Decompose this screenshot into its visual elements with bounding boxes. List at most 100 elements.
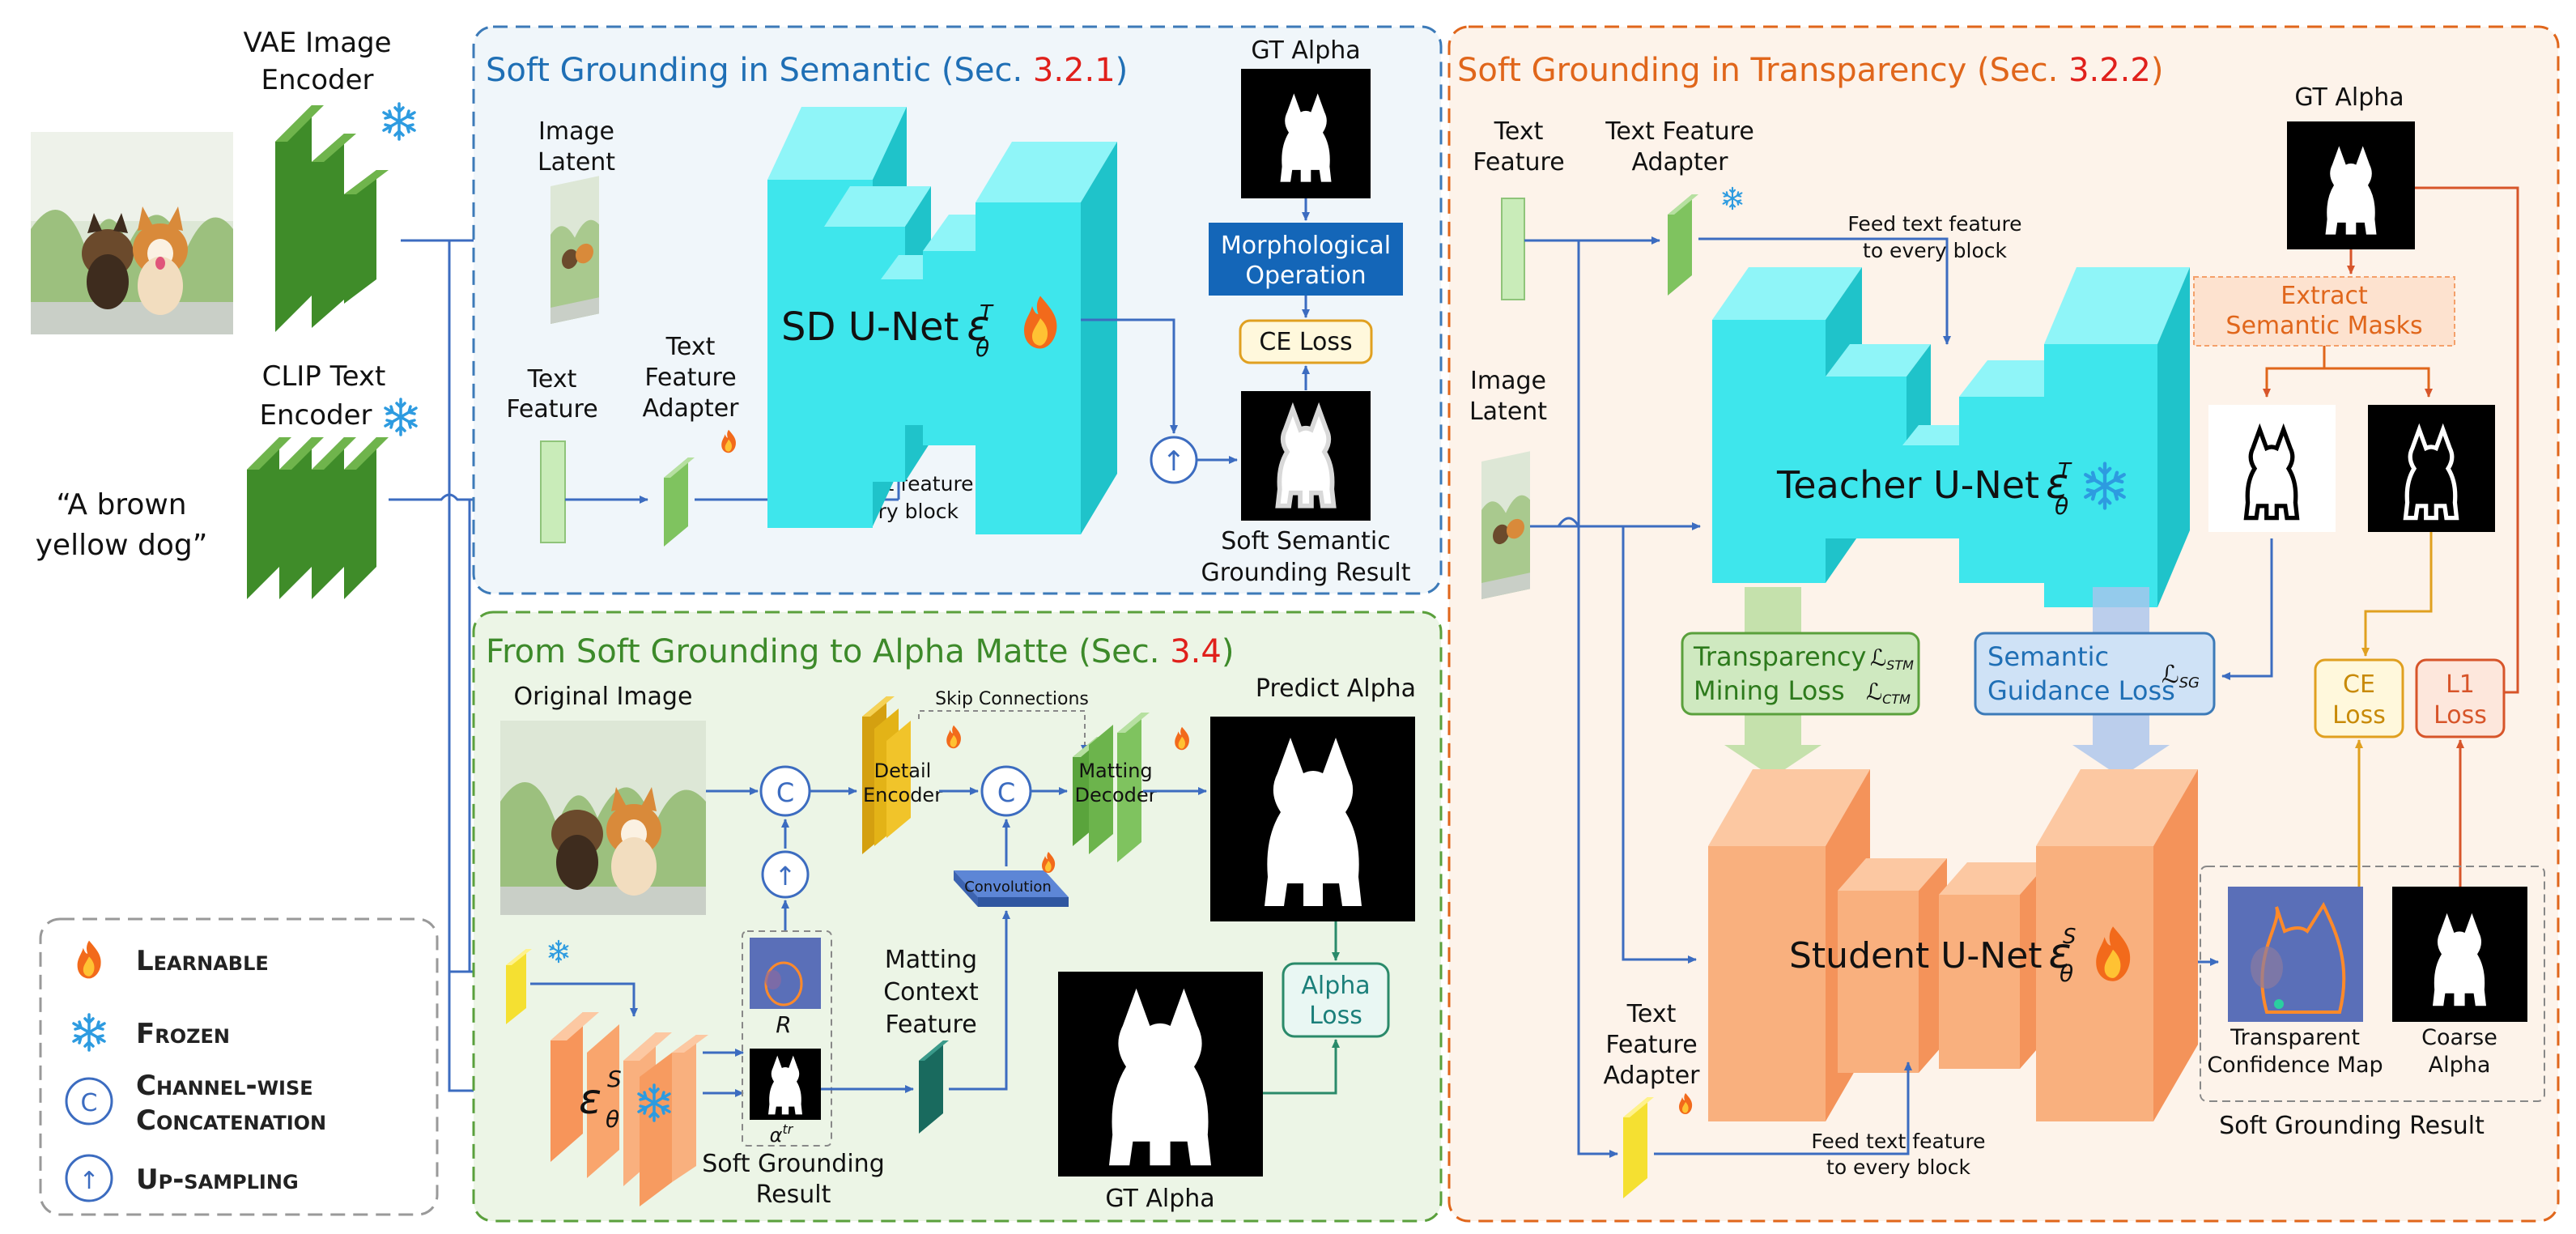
svg-text:Encoder: Encoder [261,64,373,96]
svg-text:C: C [776,777,794,808]
svg-text:Result: Result [756,1181,831,1209]
svg-text:Feature: Feature [644,364,736,392]
svg-text:T: T [980,301,994,326]
svg-text:Text: Text [1494,117,1544,146]
original-image [500,721,706,915]
svg-text:Grounding Result: Grounding Result [1201,559,1411,587]
svg-text:Adapter: Adapter [1603,1062,1700,1090]
svg-text:Channel-wise: Channel-wise [136,1070,313,1102]
svg-text:Operation: Operation [1245,262,1366,290]
alpha-loss-box: Alpha Loss [1282,962,1390,1038]
svg-text:Transparency: Transparency [1693,641,1866,672]
svg-text:Image: Image [538,117,614,146]
upsample-icon: ↑ [761,850,810,899]
svg-text:Up-sampling: Up-sampling [136,1164,299,1196]
text-feature-adapter-bottom [1623,1093,1693,1198]
transparency-mining-loss: Transparency Mining Loss ℒSTM ℒCTM [1681,632,1920,716]
svg-text:CE: CE [2343,670,2375,699]
upsample-icon: ↑ [1150,436,1198,484]
svg-text:Soft Grounding Result: Soft Grounding Result [2219,1112,2485,1140]
svg-text:Soft Semantic: Soft Semantic [1221,527,1390,555]
svg-text:θ: θ [976,335,989,362]
svg-text:Alpha: Alpha [2429,1053,2491,1078]
svg-text:Loss: Loss [1309,1002,1362,1030]
extract-semantic-masks: Extract Semantic Masks [2193,276,2455,347]
concat-icon: C [980,765,1032,817]
svg-text:θ: θ [606,1106,619,1133]
svg-text:Feed text feature: Feed text feature [1811,1130,1985,1153]
l1-loss-box: L1 Loss [2415,658,2506,738]
vae-encoder: VAE Image Encoder [243,27,416,332]
gt-alpha-image [1241,69,1371,198]
semantic-panel: Soft Grounding in Semantic (Sec. 3.2.1) … [472,25,1443,595]
svg-text:Concatenation: Concatenation [136,1104,326,1137]
clip-text-encoder: CLIP Text Encoder [247,360,418,599]
svg-text:Context: Context [883,978,979,1006]
svg-text:θ: θ [2055,493,2068,520]
legend: Learnable Frozen C Channel-wise Concaten… [39,917,439,1216]
concat-icon: C [759,765,811,817]
prompt-text: “A brown yellow dog” [36,488,208,562]
snowflake-icon [382,102,416,141]
svg-text:↑: ↑ [1163,445,1186,478]
svg-text:Guidance Loss: Guidance Loss [1987,675,2175,706]
svg-text:CLIP Text: CLIP Text [262,360,386,393]
svg-text:GT Alpha: GT Alpha [1251,36,1360,65]
svg-text:Matting: Matting [1078,760,1152,782]
svg-text:↑: ↑ [79,1167,99,1195]
svg-text:“A brown: “A brown [56,488,186,521]
semantic-mask-outline [2208,405,2336,532]
predict-alpha-image [1210,717,1415,921]
svg-text:R: R [776,1011,791,1038]
svg-text:Image: Image [1470,367,1546,395]
svg-text:Feature: Feature [885,1011,976,1039]
snowflake-icon [384,398,418,436]
concat-icon: C [65,1077,113,1125]
svg-text:S: S [2063,925,2077,949]
text-feature-adapter [1668,186,1743,296]
text-feature-bar [540,440,566,543]
soft-grounding-result-right: Transparent Confidence Map Coarse Alpha [2200,866,2545,1102]
svg-text:Feature: Feature [1473,148,1564,177]
image-latent [550,176,599,324]
svg-text:C: C [81,1089,98,1117]
svg-text:Predict Alpha: Predict Alpha [1256,674,1416,703]
svg-text:Latent: Latent [1469,398,1547,426]
svg-text:Morphological: Morphological [1221,232,1391,260]
svg-text:ℒSTM: ℒSTM [1870,645,1914,673]
soft-grounding-result-box: R αtr [742,930,832,1147]
svg-text:Adapter: Adapter [1631,148,1728,177]
svg-text:Skip Connections: Skip Connections [935,689,1089,709]
svg-text:C: C [997,777,1015,808]
text-feature-bar [1501,198,1525,300]
svg-text:From Soft Grounding to Alpha M: From Soft Grounding to Alpha Matte (Sec.… [486,633,1234,670]
ce-loss-box: CE Loss [2314,658,2404,738]
svg-text:Text: Text [1626,1000,1677,1028]
transparency-panel: Soft Grounding in Transparency (Sec. 3.2… [1447,25,2560,1223]
svg-text:VAE Image: VAE Image [243,27,391,59]
svg-text:αtr: αtr [770,1121,794,1147]
image-latent [1481,451,1530,599]
svg-text:Confidence Map: Confidence Map [2207,1053,2383,1078]
svg-text:Loss: Loss [2332,701,2386,730]
svg-text:Frozen: Frozen [136,1018,230,1050]
svg-text:Original Image: Original Image [514,683,693,711]
svg-text:T: T [2058,459,2072,483]
svg-text:Detail: Detail [874,760,932,782]
svg-text:Text Feature: Text Feature [1605,117,1754,146]
morphological-operation: Morphological Operation [1209,223,1403,296]
svg-text:Encoder: Encoder [259,399,372,432]
matting-decoder: Matting Decoder [1073,713,1189,862]
svg-text:Semantic Masks: Semantic Masks [2225,312,2422,340]
svg-text:Learnable: Learnable [136,945,269,977]
svg-text:Feature: Feature [506,395,597,423]
svg-text:CE Loss: CE Loss [1259,328,1352,356]
svg-text:L1: L1 [2446,670,2475,699]
svg-text:to every block: to every block [1863,239,2007,262]
svg-text:GT Alpha: GT Alpha [2294,83,2404,112]
svg-text:ℒSG: ℒSG [2162,661,2200,691]
svg-text:ℒCTM: ℒCTM [1866,679,1911,707]
